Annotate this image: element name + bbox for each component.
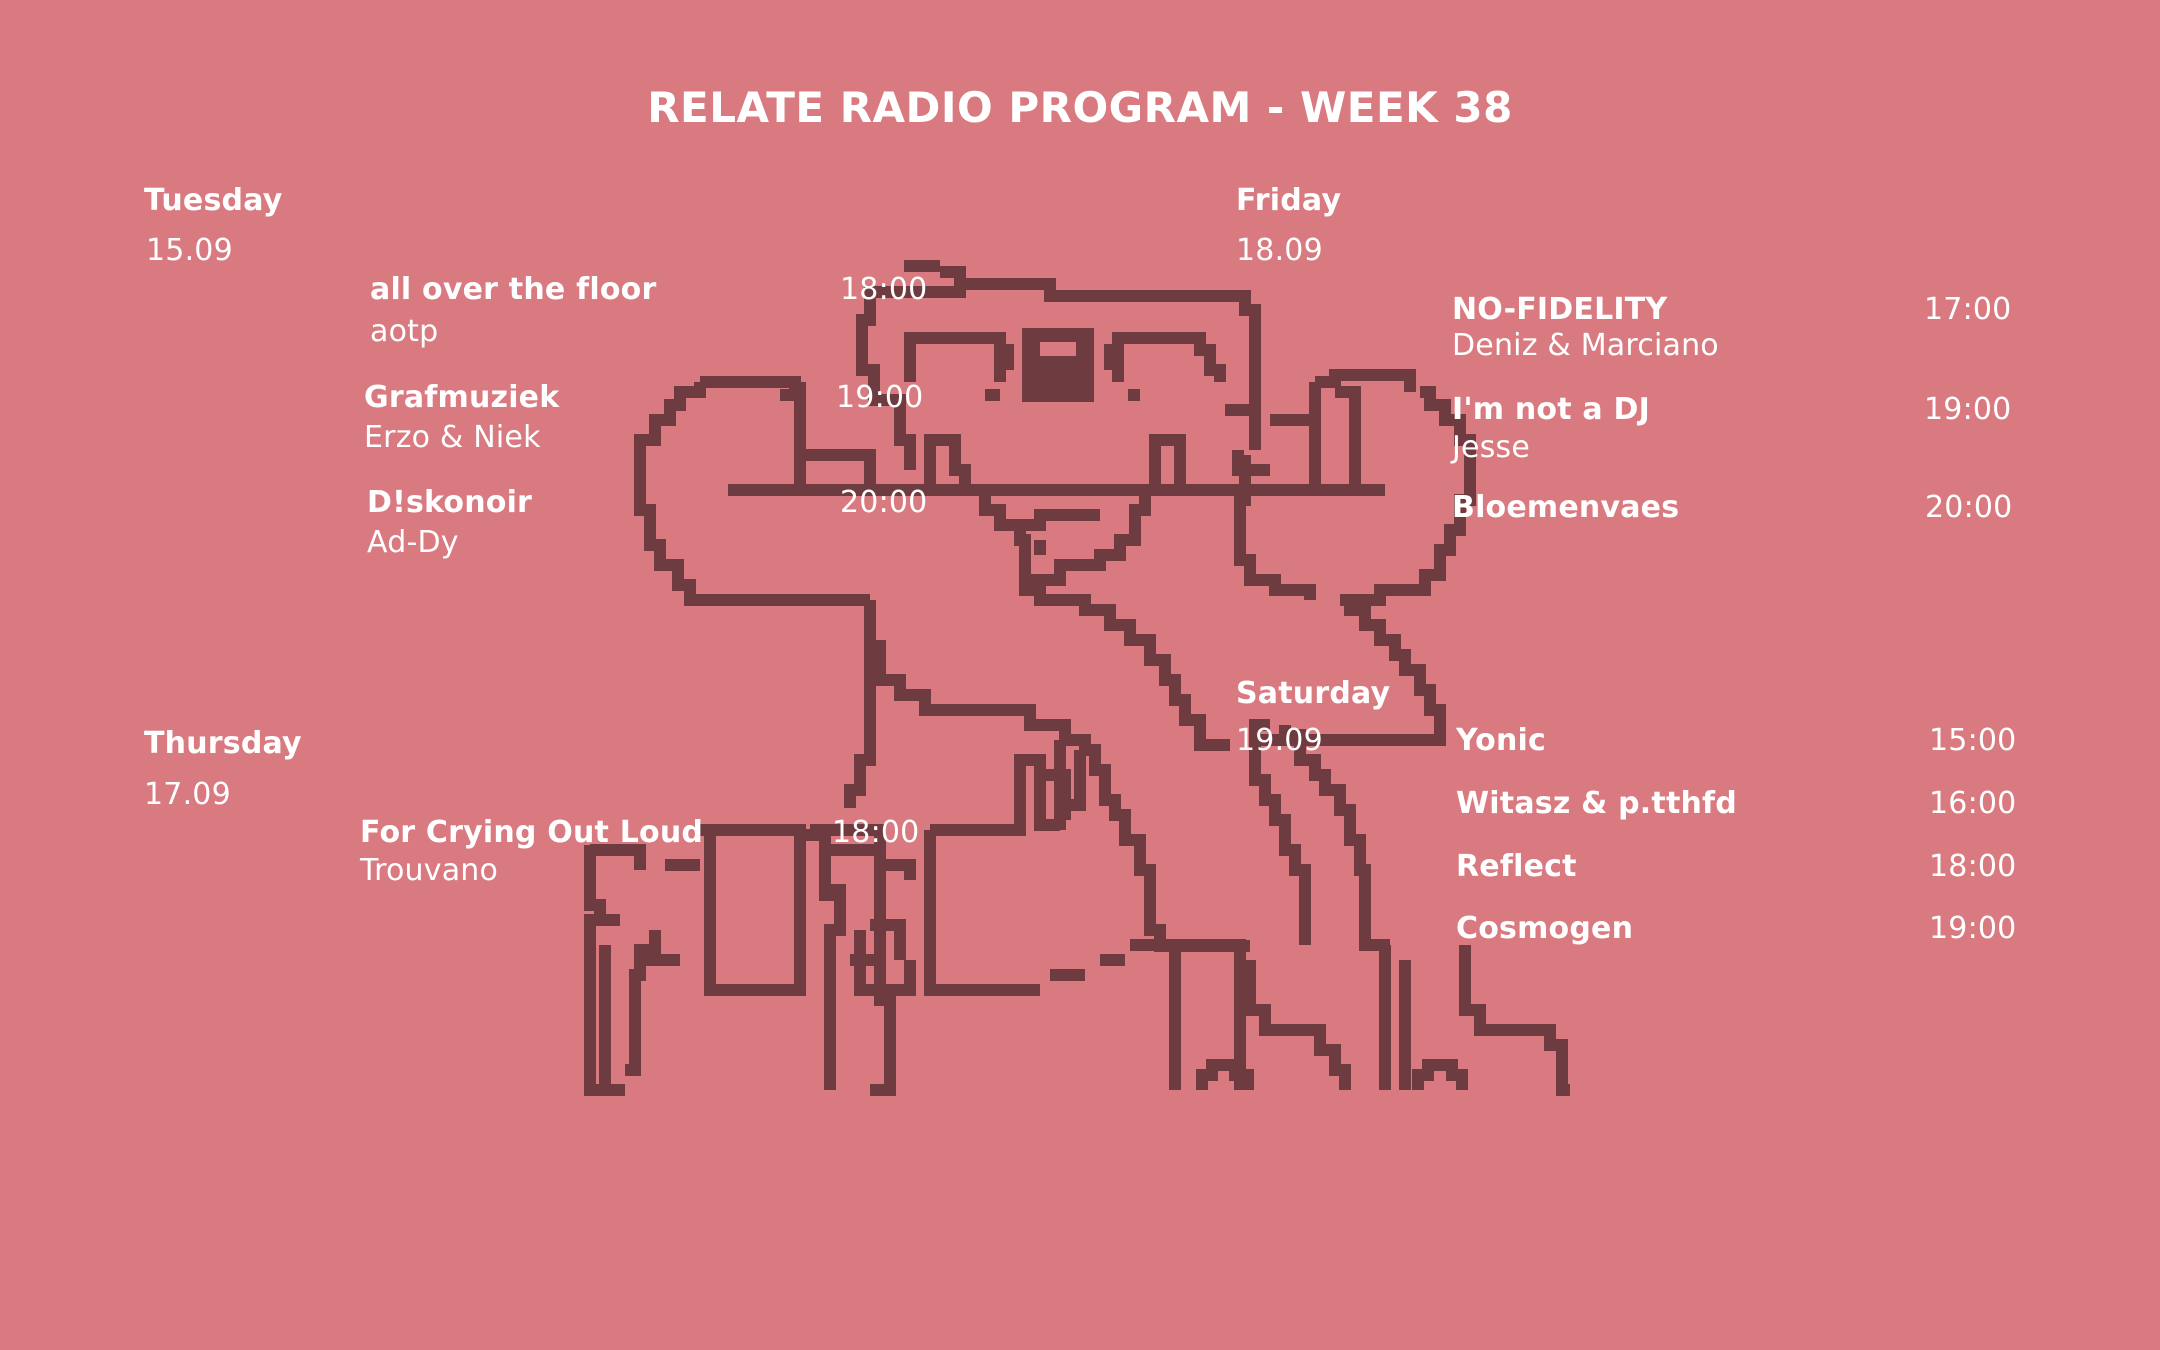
date-label-friday: 18.09: [1236, 233, 1323, 268]
show-time: 19:00: [836, 380, 924, 415]
show-title: Reflect: [1456, 849, 1577, 884]
show-host: Ad-Dy: [367, 525, 459, 560]
page-title: RELATE RADIO PROGRAM - WEEK 38: [647, 83, 1513, 132]
show-title: Cosmogen: [1456, 911, 1634, 946]
show-host: Erzo & Niek: [364, 420, 541, 455]
show-title: NO-FIDELITY: [1452, 292, 1668, 327]
date-label-tuesday: 15.09: [146, 233, 233, 268]
show-title: I'm not a DJ: [1452, 392, 1650, 427]
show-time: 18:00: [832, 815, 920, 850]
show-time: 19:00: [1924, 392, 2012, 427]
show-title: Witasz & p.tthfd: [1456, 786, 1737, 821]
show-time: 18:00: [1929, 849, 2017, 884]
show-time: 20:00: [1925, 490, 2013, 525]
show-title: D!skonoir: [367, 485, 533, 520]
show-time: 17:00: [1924, 292, 2012, 327]
show-host: aotp: [370, 314, 439, 349]
show-time: 15:00: [1929, 723, 2017, 758]
show-title: Grafmuziek: [364, 380, 560, 415]
show-host: Jesse: [1452, 430, 1531, 465]
show-title: all over the floor: [370, 272, 657, 307]
show-time: 20:00: [840, 485, 928, 520]
show-time: 16:00: [1929, 786, 2017, 821]
show-title: Bloemenvaes: [1452, 490, 1680, 525]
show-host: Deniz & Marciano: [1452, 328, 1719, 363]
date-label-saturday: 19.09: [1236, 723, 1323, 758]
day-label-thursday: Thursday: [144, 726, 302, 761]
show-host: Trouvano: [360, 853, 499, 888]
show-time: 19:00: [1929, 911, 2017, 946]
show-time: 18:00: [840, 272, 928, 307]
day-label-friday: Friday: [1236, 183, 1342, 218]
date-label-thursday: 17.09: [144, 777, 231, 812]
day-label-tuesday: Tuesday: [144, 183, 283, 218]
show-title: Yonic: [1456, 723, 1547, 758]
day-label-saturday: Saturday: [1236, 676, 1391, 711]
show-title: For Crying Out Loud: [360, 815, 704, 850]
